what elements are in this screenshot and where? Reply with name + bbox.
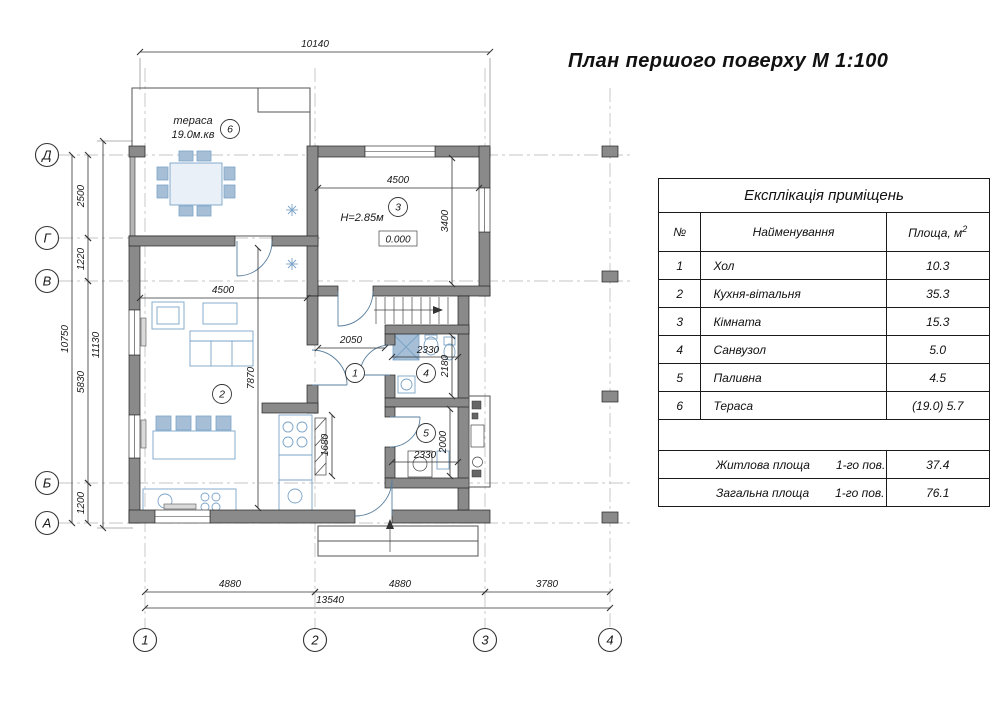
- radiator-icon: [163, 503, 197, 510]
- axis-label-row: Б: [43, 476, 52, 491]
- room-number: 4: [423, 368, 429, 380]
- dimension-lines: [68, 48, 614, 612]
- dim-room4-width: 2330: [416, 345, 440, 356]
- dim-kitchen-opening: 1680: [320, 433, 331, 456]
- level-mark-box: [378, 230, 418, 247]
- dim-room4-depth: 2180: [440, 354, 451, 378]
- axis-bubbles-rows: Д Г В Б А: [34, 142, 60, 536]
- dimension-labels: 10140 10750 11130 2500 1220 5830 1200 48…: [60, 39, 559, 606]
- axis-label-row: Г: [43, 231, 51, 246]
- staircase: [374, 297, 449, 324]
- dim-room5-width: 2330: [413, 450, 437, 461]
- table-gap-row: [658, 419, 990, 451]
- pier: [601, 270, 619, 283]
- table-header-row: № Найменування Площа, м2: [657, 212, 991, 252]
- dim-seg-d-g: 2500: [76, 184, 87, 208]
- windows: [128, 145, 491, 524]
- vent-shaft: [314, 417, 327, 476]
- table-row: 5 Паливна 4.5: [657, 363, 991, 392]
- explication-title-text: Експлікація приміщень: [744, 187, 904, 204]
- radiator-icon: [140, 419, 147, 449]
- axis-label-row: А: [42, 516, 52, 531]
- dim-room3-depth: 3400: [440, 209, 451, 232]
- axis-label-col: 1: [141, 633, 148, 648]
- axis-label-col: 2: [310, 633, 319, 648]
- dim-bottom-overall: 13540: [316, 595, 344, 606]
- drawing-title: План першого поверху М 1:100: [568, 50, 889, 72]
- col-header-num: №: [657, 212, 702, 252]
- dim-room5-depth: 2000: [438, 430, 449, 454]
- room-number: 1: [352, 368, 358, 380]
- walls: [128, 145, 619, 524]
- dim-left-building-total: 11130: [91, 331, 102, 358]
- axis-label-col: 3: [481, 633, 489, 648]
- dim-left-axis-total: 10750: [60, 325, 71, 353]
- axis-label-row: Д: [40, 148, 51, 163]
- ceiling-height-label: H=2.85м: [340, 212, 384, 224]
- dim-room2-depth: 7870: [246, 366, 257, 389]
- table-row: 3 Кімната 15.3: [657, 307, 991, 336]
- room-number: 5: [423, 428, 429, 440]
- shower-icon: [392, 333, 420, 361]
- dim-seg-g-v: 1220: [76, 247, 87, 270]
- entrance-porch: [317, 519, 479, 557]
- boiler-equipment: [468, 395, 491, 488]
- doors: [236, 240, 421, 517]
- explication-table: Експлікація приміщень № Найменування Пло…: [657, 178, 991, 507]
- terrace-outline: [131, 87, 311, 237]
- plan-labels: тераса 19.0м.кв H=2.85м 0.000: [172, 115, 418, 247]
- axis-label-row: В: [43, 274, 52, 289]
- terrace-area-label: 19.0м.кв: [172, 129, 215, 141]
- pier: [601, 390, 619, 403]
- table-row: 4 Санвузол 5.0: [657, 335, 991, 364]
- room-number: 3: [395, 202, 401, 214]
- col-header-area: Площа, м2: [885, 212, 991, 252]
- dim-hall-width: 2050: [339, 335, 363, 346]
- room-number: 2: [218, 389, 225, 401]
- room-number: 6: [227, 124, 233, 136]
- dim-seg-1-2: 4880: [219, 579, 242, 590]
- dim-room2-width: 4500: [212, 285, 235, 296]
- plant-icon: [286, 258, 298, 270]
- washing-machine-icon: [397, 375, 416, 394]
- dim-seg-b-a: 1200: [76, 491, 87, 514]
- table-row: 6 Тераса (19.0) 5.7: [657, 391, 991, 420]
- room-number-bubbles: 1 2 3 4 5 6: [212, 119, 436, 443]
- axis-bubbles-cols: 1 2 3 4: [132, 627, 623, 653]
- axis-label-col: 4: [606, 633, 613, 648]
- dim-seg-3-4: 3780: [536, 579, 559, 590]
- terrace-label: тераса: [173, 115, 212, 127]
- pier: [601, 511, 619, 524]
- table-row: 1 Хол 10.3: [657, 251, 991, 280]
- dim-room3-width: 4500: [387, 175, 410, 186]
- plant-icon: [286, 204, 298, 216]
- explication-title: Експлікація приміщень: [658, 178, 990, 213]
- radiator-icon: [140, 317, 147, 347]
- dim-seg-2-3: 4880: [389, 579, 412, 590]
- dim-seg-v-b: 5830: [76, 370, 87, 393]
- col-header-name: Найменування: [700, 212, 887, 252]
- level-mark: 0.000: [385, 235, 410, 246]
- pier: [601, 145, 619, 158]
- dim-top-overall: 10140: [301, 39, 329, 50]
- table-row: 2 Кухня-вітальня 35.3: [657, 279, 991, 308]
